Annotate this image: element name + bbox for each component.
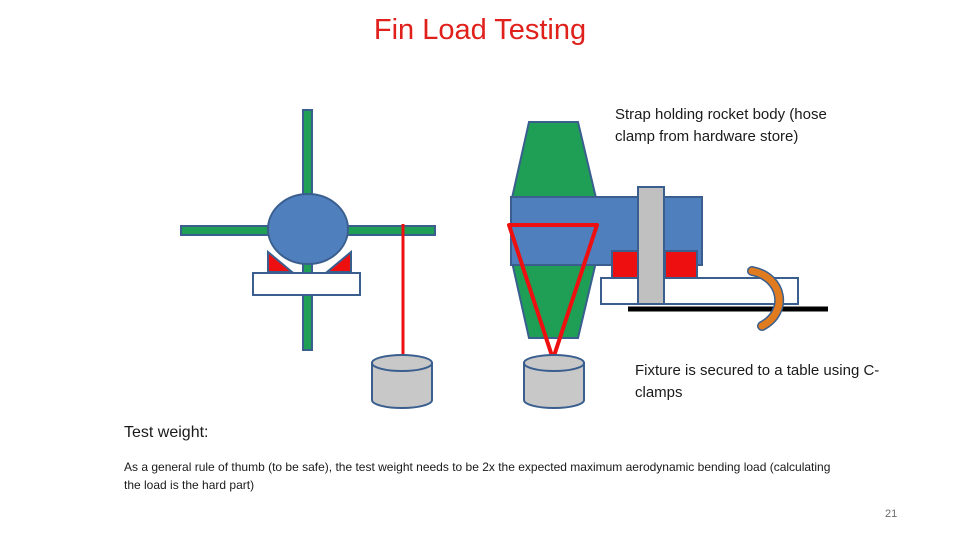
test-weight-label: Test weight: [124, 424, 209, 441]
rocket-body-cross-section [267, 193, 349, 265]
rocket-side-view [507, 121, 828, 409]
test-weight-left [371, 354, 433, 409]
fixture-base-right [600, 277, 799, 305]
page-number: 21 [885, 508, 898, 520]
support-pad-right [324, 249, 352, 273]
rocket-body-side [510, 196, 703, 266]
fixture-note: Fixture is secured to a table using C-cl… [635, 362, 880, 401]
rocket-end-view [180, 109, 436, 409]
hose-clamp-strap [637, 186, 665, 305]
fin-top [510, 121, 598, 199]
test-weight-description: As a general rule of thumb (to be safe),… [124, 460, 831, 492]
support-pad-a [611, 250, 640, 279]
strap-note: Strap holding rocket body (hose clamp fr… [615, 106, 827, 145]
slide-title: Fin Load Testing [373, 14, 587, 46]
weight-sling-triangle [507, 223, 599, 361]
test-weight-right [523, 354, 585, 409]
support-pad-left [267, 249, 295, 273]
fixture-base-left [252, 272, 361, 296]
c-clamp-icon [747, 266, 785, 331]
support-pad-b [664, 250, 698, 279]
